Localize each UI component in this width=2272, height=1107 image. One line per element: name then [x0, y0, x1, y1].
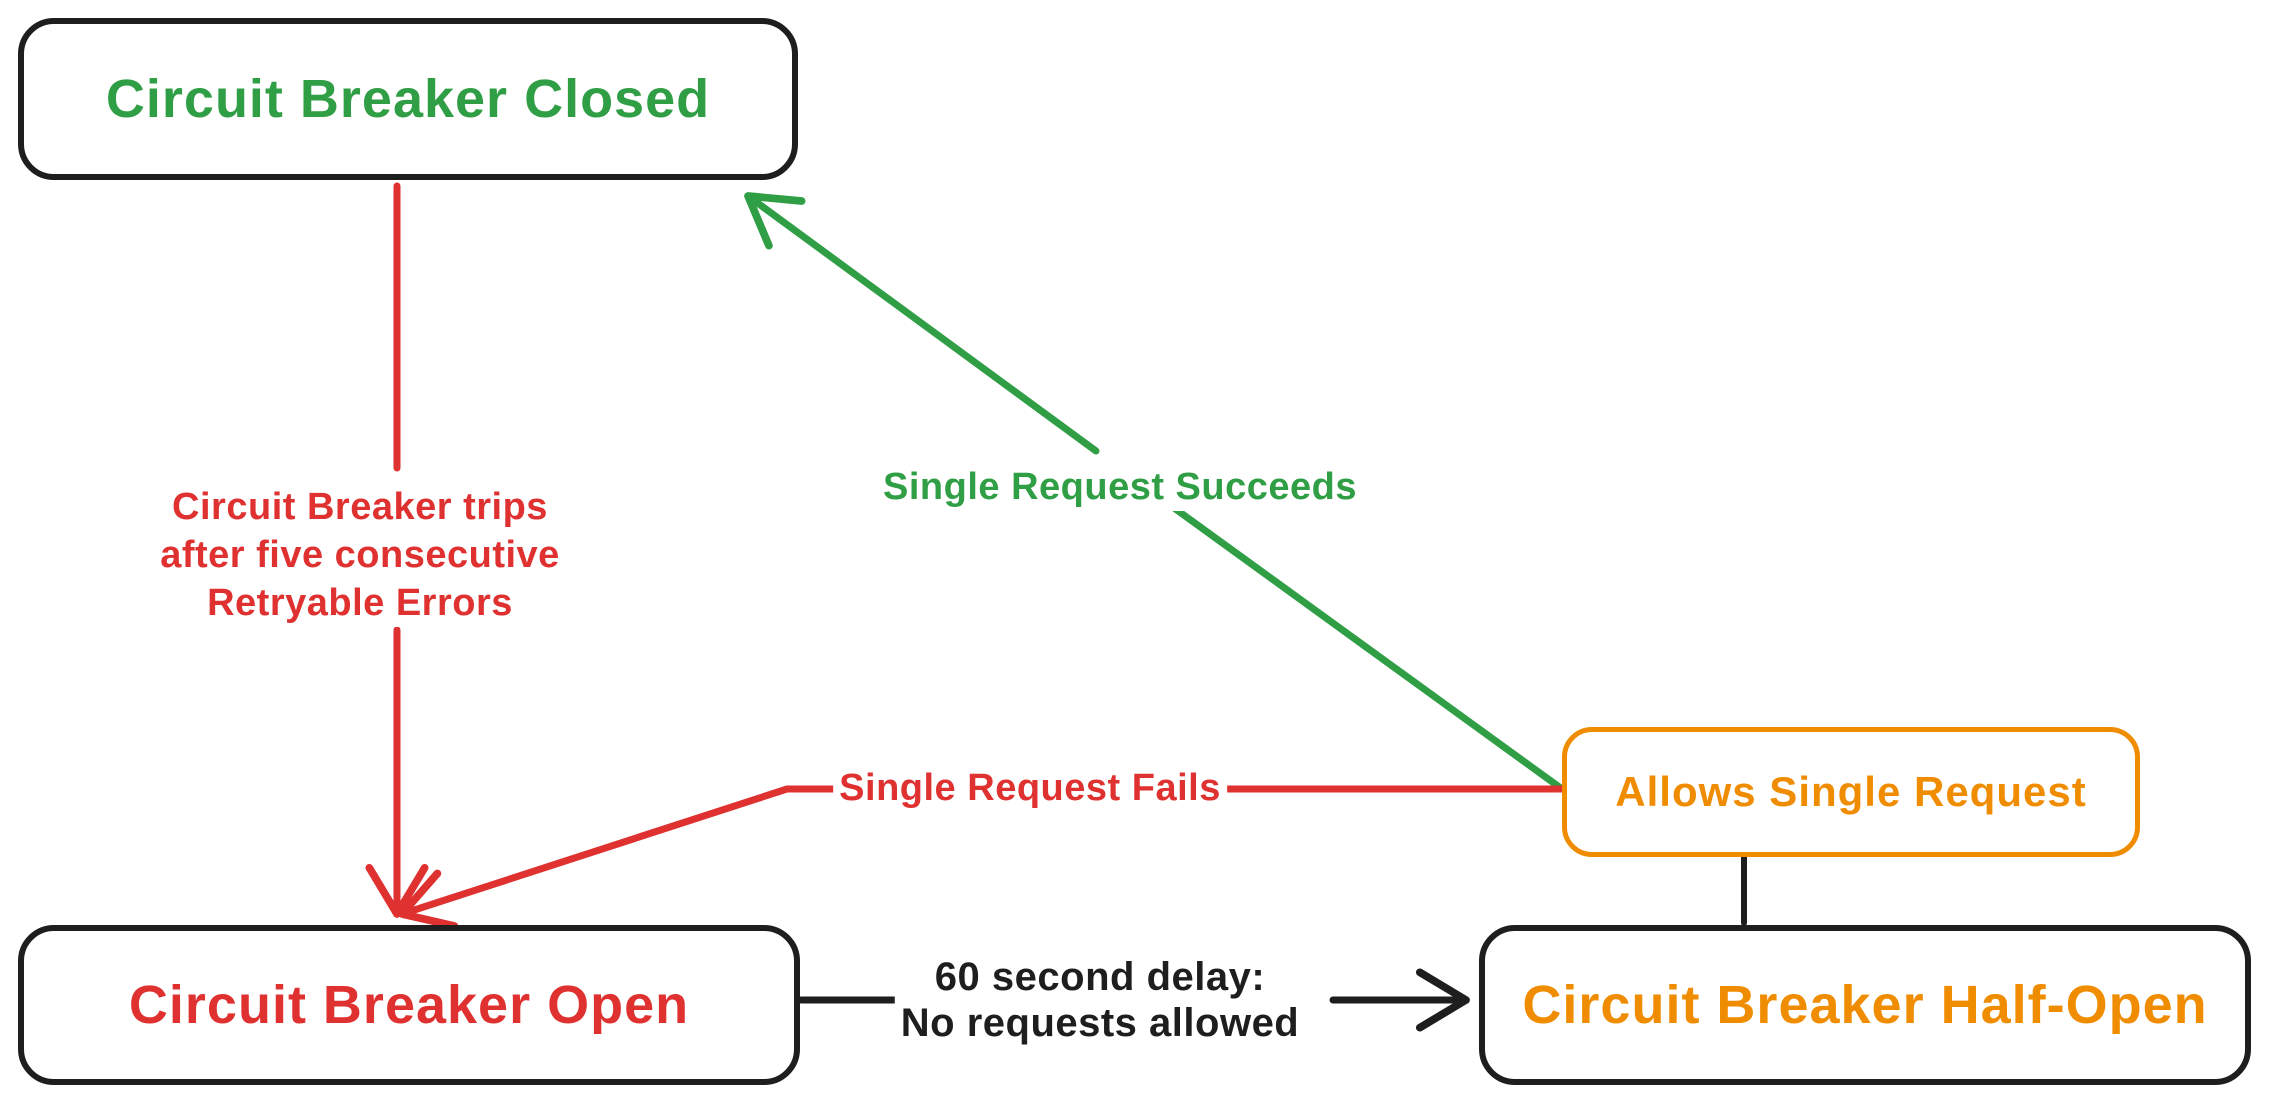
- trips-edge-label-line2: after five consecutive: [160, 534, 560, 576]
- fails-line-left-segment: [398, 785, 886, 930]
- trips-edge-label-line3: Retryable Errors: [207, 582, 513, 624]
- state-node-circuit-breaker-half-open: Circuit Breaker Half-Open: [1479, 925, 2251, 1085]
- allows-node-label: Allows Single Request: [1615, 768, 2087, 815]
- succeeds-edge-label: Single Request Succeeds: [877, 463, 1363, 511]
- state-node-allows-single-request: Allows Single Request: [1562, 727, 2140, 857]
- state-node-circuit-breaker-open: Circuit Breaker Open: [18, 925, 800, 1085]
- succeeds-arrow-lower-segment: [1148, 488, 1566, 793]
- delay-edge-label: 60 second delay: No requests allowed: [894, 954, 1306, 1046]
- delay-edge-label-line2: No requests allowed: [900, 1001, 1300, 1045]
- fails-edge-label: Single Request Fails: [833, 764, 1227, 812]
- open-node-label: Circuit Breaker Open: [128, 975, 690, 1035]
- trips-edge-label: Circuit Breaker trips after five consecu…: [154, 483, 566, 627]
- succeeds-arrow-upper-segment: [744, 192, 1100, 455]
- delay-edge-label-line1: 60 second delay:: [934, 955, 1266, 999]
- half-open-node-label: Circuit Breaker Half-Open: [1522, 975, 2208, 1035]
- state-node-circuit-breaker-closed: Circuit Breaker Closed: [18, 18, 798, 180]
- closed-node-label: Circuit Breaker Closed: [105, 69, 711, 129]
- trips-edge-label-line1: Circuit Breaker trips: [172, 486, 548, 528]
